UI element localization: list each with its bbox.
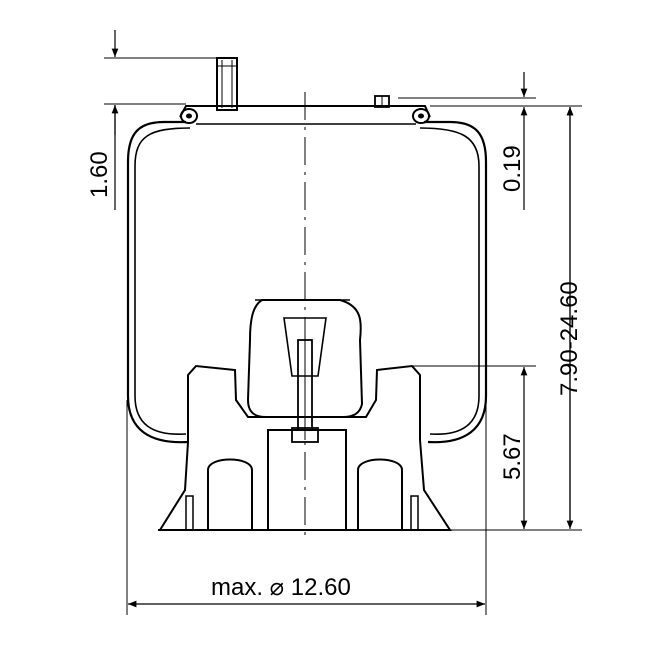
dimension-top-plate-offset: 0.19 — [398, 72, 582, 210]
dimension-top-offset: 1.60 — [86, 30, 217, 210]
mounting-stud — [216, 57, 238, 111]
dimension-height-range: 7.90-24.60 — [450, 107, 583, 531]
rubber-bellows — [126, 120, 488, 444]
dimension-label-top-plate-offset: 0.19 — [499, 145, 526, 192]
dimension-piston-height: 5.67 — [412, 365, 536, 529]
center-bolt — [291, 339, 319, 443]
air-fitting — [374, 95, 390, 108]
dimension-label-height-range: 7.90-24.60 — [556, 281, 583, 396]
dimension-label-max-diameter: max. ⌀ 12.60 — [211, 574, 351, 601]
dimension-max-diameter: max. ⌀ 12.60 — [126, 400, 487, 615]
dimension-label-top-offset: 1.60 — [86, 151, 113, 198]
dimension-label-piston-height: 5.67 — [499, 433, 526, 480]
bump-stop — [246, 299, 364, 418]
piston-cavities — [185, 429, 419, 531]
top-bead-plate — [179, 105, 431, 125]
